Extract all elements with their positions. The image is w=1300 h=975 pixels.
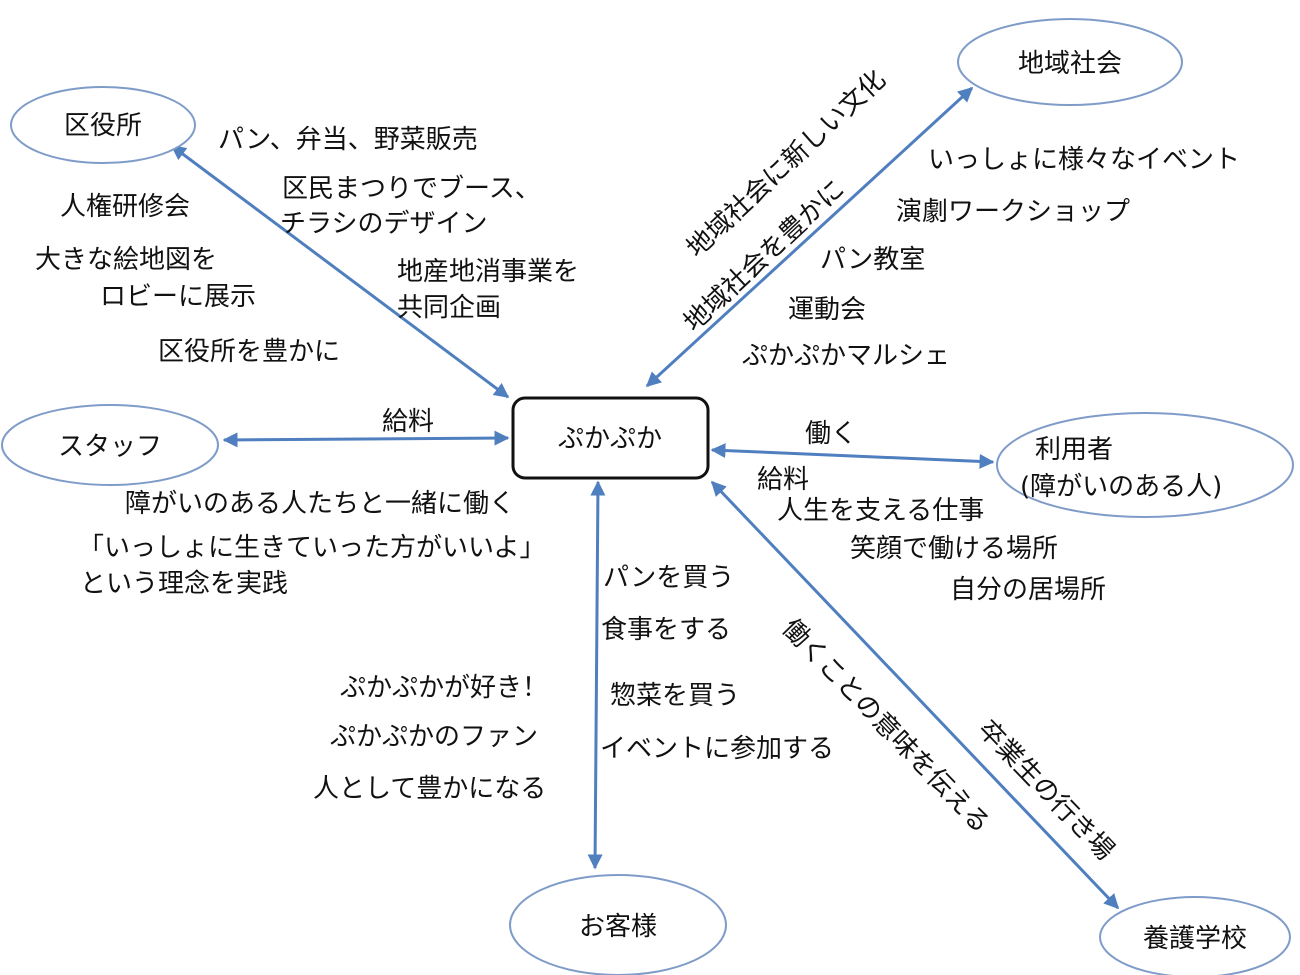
node-community: 地域社会 <box>957 18 1183 106</box>
node-users: 利用者 (障がいのある人) <box>996 412 1294 518</box>
node-customers: お客様 <box>509 874 727 975</box>
edge-label-rotated: 働くことの意味を伝える <box>776 614 996 840</box>
edge-label: 大きな絵地図を <box>35 245 217 275</box>
arrow-ward-office <box>170 144 510 399</box>
edge-label: チラシのデザイン <box>280 209 487 239</box>
arrow-users <box>710 443 995 469</box>
edge-label: ぷかぷかマルシェ <box>742 341 950 371</box>
edge-label: 惣菜を買う <box>610 681 740 711</box>
edge-label: 働く <box>805 419 857 449</box>
edge-label: 地産地消事業を <box>397 257 579 287</box>
edge-label: パン教室 <box>820 245 925 275</box>
edge-label: 自分の居場所 <box>950 575 1106 605</box>
edge-label: 人として豊かになる <box>313 774 546 804</box>
edge-label: いっしょに様々なイベント <box>928 145 1240 175</box>
edge-label: 食事をする <box>601 615 731 645</box>
arrow-staff <box>222 430 510 448</box>
edge-label: 給料 <box>382 407 434 437</box>
node-ward-office: 区役所 <box>10 86 196 164</box>
arrow-special-school <box>710 480 1120 910</box>
node-label: 利用者 <box>1035 435 1113 465</box>
edge-label: という理念を実践 <box>80 569 288 599</box>
edge-label: 区役所を豊かに <box>158 337 340 367</box>
edge-label: 「いっしょに生きていった方がいいよ」 <box>78 533 545 563</box>
edge-label: 人生を支える仕事 <box>777 496 984 526</box>
node-label: お客様 <box>579 912 657 942</box>
node-label: (障がいのある人) <box>1020 472 1222 502</box>
edge-label: 演劇ワークショップ <box>896 197 1130 227</box>
arrow-customers <box>587 480 606 870</box>
edge-label: 障がいのある人たちと一緒に働く <box>125 489 515 519</box>
edge-label: ぷかぷかが好き！ <box>340 673 548 703</box>
edge-label: 人権研修会 <box>60 192 190 222</box>
edge-label: イベントに参加する <box>600 734 834 764</box>
node-special-school: 養護学校 <box>1099 896 1291 975</box>
edge-label: パン、弁当、野菜販売 <box>218 125 478 155</box>
edge-label: ぷかぷかのファン <box>330 722 538 752</box>
node-label: 区役所 <box>64 111 142 141</box>
edge-label: ロビーに展示 <box>100 282 256 312</box>
edge-label: 給料 <box>757 465 809 495</box>
node-label: 養護学校 <box>1143 924 1247 954</box>
edge-label-rotated: 卒業生の行き場 <box>972 715 1120 867</box>
node-label: スタッフ <box>58 432 162 462</box>
edge-label: 区民まつりでブース、 <box>282 174 541 204</box>
edge-label: パンを買う <box>603 563 734 593</box>
edge-label: 運動会 <box>788 295 866 325</box>
node-staff: スタッフ <box>1 404 219 486</box>
node-center: ぷかぷか <box>511 396 710 480</box>
edge-label: 笑顔で働ける場所 <box>850 534 1058 564</box>
node-label: 地域社会 <box>1018 49 1122 79</box>
arrow-community <box>645 86 974 388</box>
edge-label: 共同企画 <box>397 293 501 323</box>
center-label: ぷかぷか <box>558 424 662 454</box>
